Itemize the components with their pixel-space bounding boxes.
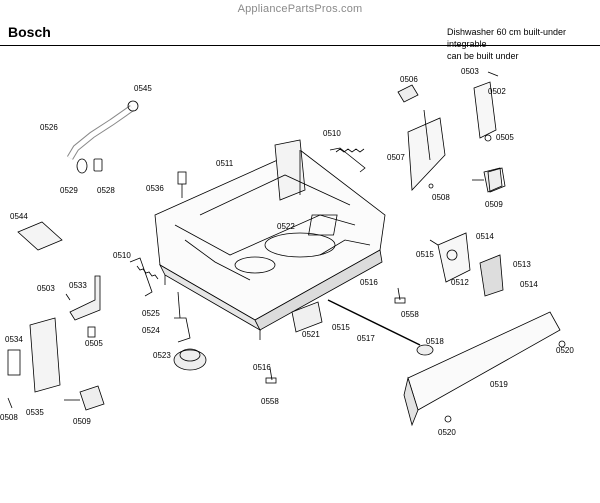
- label-0558-a: 0558: [401, 310, 419, 319]
- watermark: AppliancePartsPros.com: [237, 3, 363, 15]
- label-0536: 0536: [146, 184, 164, 193]
- label-0515-b: 0515: [332, 323, 350, 332]
- label-0514-a: 0514: [476, 232, 494, 241]
- screw-0516-b-drawing: [265, 367, 277, 384]
- exploded-view-diagram: 0503 0502 0505 0506 0507 0508 0509 0510 …: [0, 67, 574, 437]
- label-0544: 0544: [10, 212, 28, 221]
- label-0520-a: 0520: [556, 346, 574, 355]
- label-0545: 0545: [134, 84, 152, 93]
- label-0508-b: 0508: [0, 413, 18, 422]
- label-0507: 0507: [387, 153, 405, 162]
- label-0534: 0534: [5, 335, 23, 344]
- label-0516-b: 0516: [253, 363, 271, 372]
- part-labels: 0503 0502 0505 0506 0507 0508 0509 0510 …: [0, 67, 574, 437]
- insulation-panel-drawing: [17, 221, 63, 251]
- label-0533: 0533: [69, 281, 87, 290]
- screw-0516-a-drawing: [394, 287, 406, 304]
- label-0509-a: 0509: [485, 200, 503, 209]
- toe-kick-panel-drawing: [403, 311, 566, 427]
- label-0521: 0521: [302, 330, 320, 339]
- label-0512: 0512: [451, 278, 469, 287]
- door-bracket-right-drawing: [472, 71, 503, 193]
- control-module-drawing: [429, 232, 504, 297]
- label-0514-b: 0514: [520, 280, 538, 289]
- label-0517: 0517: [357, 334, 375, 343]
- label-0520-b: 0520: [438, 428, 456, 437]
- base-tub-drawing: [154, 139, 386, 340]
- label-0513: 0513: [513, 260, 531, 269]
- description-line-2: can be built under: [447, 51, 519, 61]
- label-0510-a: 0510: [323, 129, 341, 138]
- label-0526: 0526: [40, 123, 58, 132]
- description-line-1: Dishwasher 60 cm built-under integrable: [447, 27, 567, 49]
- foot-0536-drawing: [177, 171, 187, 185]
- label-0558-b: 0558: [261, 397, 279, 406]
- door-lock-drawing: [291, 299, 434, 356]
- brand-title: Bosch: [8, 24, 51, 40]
- drain-pump-drawing: [173, 291, 207, 371]
- label-0522: 0522: [277, 222, 295, 231]
- door-bracket-left-drawing: [397, 84, 446, 191]
- label-0510-b: 0510: [113, 251, 131, 260]
- label-0525: 0525: [142, 309, 160, 318]
- model-description: Dishwasher 60 cm built-under integrable …: [447, 26, 600, 62]
- label-0505-a: 0505: [496, 133, 514, 142]
- spring-rail-drawing: [129, 147, 366, 297]
- drain-hose-drawing: [66, 100, 139, 174]
- sensor-0509-drawing: [64, 167, 506, 411]
- side-bracket-left-drawing: [7, 275, 101, 409]
- label-0535: 0535: [26, 408, 44, 417]
- label-0516-a: 0516: [360, 278, 378, 287]
- label-0503-a: 0503: [461, 67, 479, 76]
- label-0511: 0511: [216, 159, 234, 168]
- label-0503-b: 0503: [37, 284, 55, 293]
- label-0529: 0529: [60, 186, 78, 195]
- label-0519: 0519: [490, 380, 508, 389]
- header-divider: [0, 45, 600, 46]
- label-0523: 0523: [153, 351, 171, 360]
- label-0524: 0524: [142, 326, 160, 335]
- label-0515-a: 0515: [416, 250, 434, 259]
- label-0506: 0506: [400, 75, 418, 84]
- label-0528: 0528: [97, 186, 115, 195]
- label-0509-b: 0509: [73, 417, 91, 426]
- label-0508-a: 0508: [432, 193, 450, 202]
- label-0502: 0502: [488, 87, 506, 96]
- label-0518: 0518: [426, 337, 444, 346]
- label-0505-b: 0505: [85, 339, 103, 348]
